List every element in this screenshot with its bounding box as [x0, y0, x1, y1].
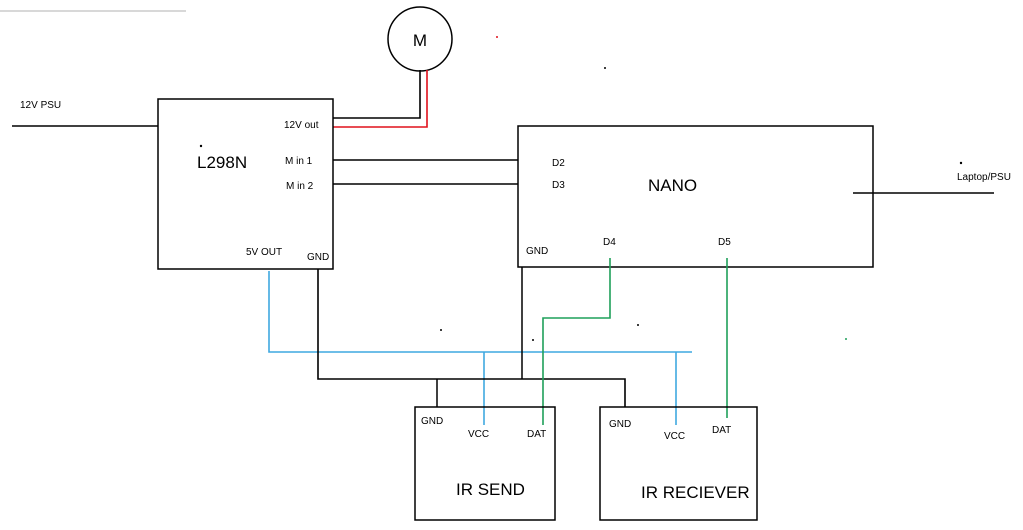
motor: M: [387, 6, 453, 72]
ir-receiver-vcc: VCC: [664, 431, 685, 442]
speck: [845, 338, 847, 340]
motor-label: M: [413, 31, 427, 50]
l298n-12v-out: 12V out: [284, 120, 319, 131]
dot: [199, 144, 203, 148]
l298n-module: L298N 12V out M in 1 M in 2 5V OUT GND: [157, 98, 334, 270]
l298n-5v-out: 5V OUT: [246, 247, 282, 258]
ir-send-title: IR SEND: [456, 480, 525, 499]
dot: [959, 161, 963, 165]
nano-d5: D5: [718, 237, 731, 248]
laptop-psu-label: Laptop/PSU: [957, 172, 1011, 183]
motor-wire-black: [333, 70, 421, 119]
ir-receiver-dat: DAT: [712, 425, 731, 436]
ir-receiver-gnd: GND: [609, 419, 631, 430]
gnd-bus: [317, 269, 626, 407]
speck: [496, 36, 498, 38]
ir-send-dat: DAT: [527, 429, 546, 440]
l298n-min2: M in 2: [286, 181, 314, 192]
ir-send-box: [414, 406, 556, 521]
l298n-gnd: GND: [307, 252, 329, 263]
ir-send-gnd: GND: [421, 416, 443, 427]
ir-receiver-title: IR RECIEVER: [641, 483, 750, 502]
data-d4-ir-send: [542, 258, 611, 425]
nano-title: NANO: [648, 176, 697, 195]
speck: [604, 67, 606, 69]
nano-d4: D4: [603, 237, 616, 248]
motor-wire-red: [333, 70, 428, 128]
speck: [532, 339, 534, 341]
ir-receiver-box: [599, 406, 758, 521]
vcc-bus: [268, 271, 692, 353]
speck: [440, 329, 442, 331]
ir-send-vcc: VCC: [468, 429, 489, 440]
nano-d3: D3: [552, 180, 565, 191]
nano-gnd: GND: [526, 246, 548, 257]
nano-d2: D2: [552, 158, 565, 169]
l298n-min1: M in 1: [285, 156, 313, 167]
l298n-title: L298N: [197, 153, 247, 172]
nano-box: [517, 125, 874, 268]
speck: [637, 324, 639, 326]
ir-send-module: GND VCC DAT IR SEND: [414, 406, 556, 521]
psu12-label: 12V PSU: [20, 100, 61, 111]
nano-module: NANO D2 D3 GND D4 D5: [517, 125, 874, 268]
ir-receiver-module: GND VCC DAT IR RECIEVER: [599, 406, 758, 521]
